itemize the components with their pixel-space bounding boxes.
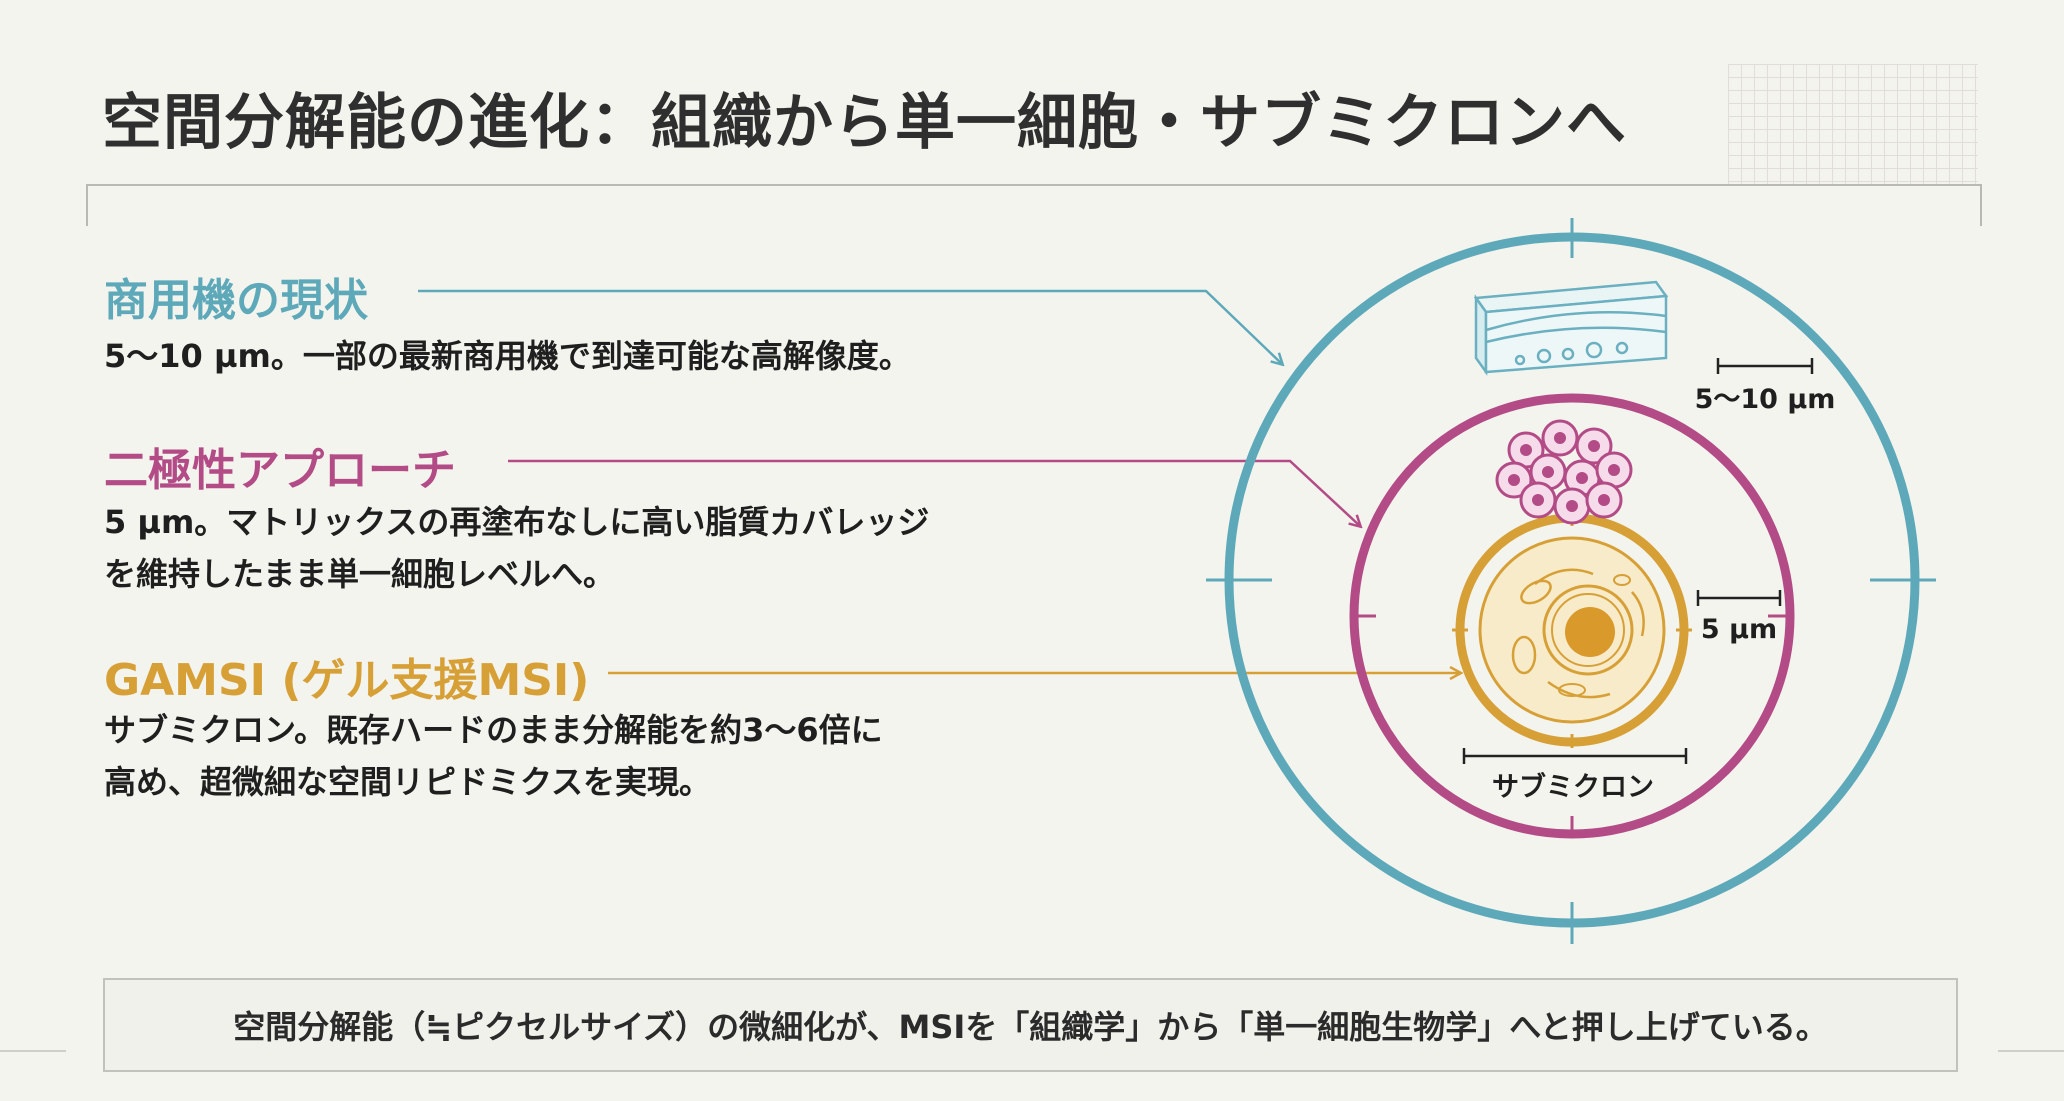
heading-gamsi: GAMSI (ゲル支援MSI) — [104, 655, 590, 706]
desc-gamsi-line-1: サブミクロン。既存ハードのまま分解能を約3〜6倍に — [104, 711, 883, 749]
desc-gamsi: サブミクロン。既存ハードのまま分解能を約3〜6倍に 高め、超微細な空間リピドミク… — [104, 704, 883, 808]
right-rule — [1998, 1050, 2064, 1052]
nucleolus — [1565, 607, 1615, 657]
cell-cluster-icon — [1495, 419, 1633, 525]
connector-commercial — [418, 289, 1282, 364]
summary-text: 空間分解能（≒ピクセルサイズ）の微細化が、MSIを「組織学」から「単一細胞生物学… — [233, 1008, 1828, 1046]
desc-gamsi-line-2: 高め、超微細な空間リピドミクスを実現。 — [104, 763, 712, 801]
summary-box: 空間分解能（≒ピクセルサイズ）の微細化が、MSIを「組織学」から「単一細胞生物学… — [103, 978, 1958, 1072]
nucleus-envelope — [1542, 584, 1634, 676]
frame-bracket — [86, 184, 1982, 226]
heading-commercial: 商用機の現状 — [104, 275, 368, 326]
mitochondrion-2 — [1511, 635, 1537, 675]
connector-bipolar — [508, 459, 1360, 526]
heading-bipolar: 二極性アプローチ — [104, 445, 456, 496]
desc-commercial-line-1: 5〜10 µm。一部の最新商用機で到達可能な高解像度。 — [104, 337, 911, 375]
vesicle — [1558, 683, 1586, 697]
page-title: 空間分解能の進化：組織から単一細胞・サブミクロンへ — [102, 88, 1627, 158]
scale-bar-inner — [1462, 748, 1688, 764]
desc-bipolar-line-1: 5 µm。マトリックスの再塗布なしに高い脂質カバレッジ — [104, 503, 930, 541]
scale-label-middle: 5 µm — [1701, 614, 1777, 645]
scale-label-inner: サブミクロン — [1492, 771, 1654, 803]
cell-cluster-nuclei — [1508, 432, 1620, 512]
desc-commercial: 5〜10 µm。一部の最新商用機で到達可能な高解像度。 — [104, 330, 911, 382]
nucleus-envelope-inner — [1551, 593, 1625, 667]
left-rule — [0, 1050, 66, 1052]
scale-label-outer: 5〜10 µm — [1695, 384, 1836, 415]
scale-bar-outer — [1716, 358, 1814, 374]
desc-bipolar: 5 µm。マトリックスの再塗布なしに高い脂質カバレッジ を維持したまま単一細胞レ… — [104, 496, 929, 600]
grid-decoration — [1728, 64, 1978, 186]
tissue-block-icon — [1473, 280, 1669, 376]
scale-bar-middle — [1696, 590, 1782, 606]
mitochondrion-1 — [1520, 579, 1552, 605]
mitochondrion-3 — [1613, 574, 1631, 586]
desc-bipolar-line-2: を維持したまま単一細胞レベルへ。 — [104, 555, 616, 593]
cell-organelles — [1511, 568, 1645, 699]
